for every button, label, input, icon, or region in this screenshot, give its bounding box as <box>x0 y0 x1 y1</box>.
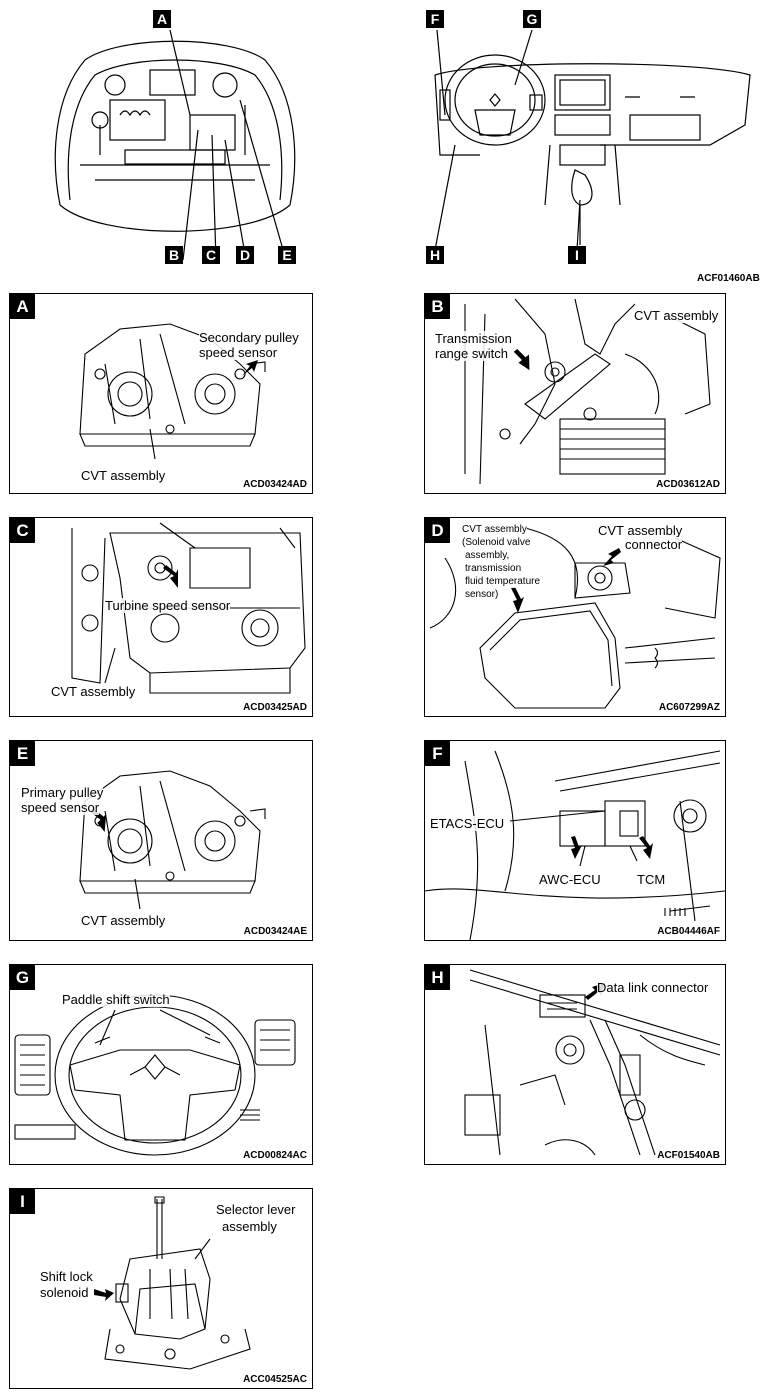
label-transmission-range-switch-2: range switch <box>435 346 508 361</box>
panel-c-drawing <box>71 522 306 694</box>
label-cvt-assembly-e: CVT assembly <box>81 913 166 928</box>
label-turbine-speed-sensor: Turbine speed sensor <box>105 598 231 613</box>
panel-g-code: ACD00824AC <box>243 1150 307 1161</box>
label-cvt-assembly-d-3: assembly, <box>465 550 510 562</box>
callout-tag-f: F <box>426 10 444 28</box>
panel-h-tag: H <box>425 965 450 990</box>
label-cvt-assembly-d-1: CVT assembly <box>462 524 527 536</box>
panel-i-drawing <box>94 1196 251 1370</box>
panel-h-drawing <box>464 969 721 1156</box>
callout-tag-d: D <box>236 246 254 264</box>
label-primary-pulley-speed-sensor-2: speed sensor <box>21 800 100 815</box>
label-etacs-ecu: ETACS-ECU <box>430 816 505 831</box>
panel-h: H Data link connector ACF01540AB <box>424 964 726 1165</box>
overview-code: ACF01460AB <box>697 273 760 284</box>
panel-i: I Selector lever assembly Shift lock sol… <box>9 1188 313 1389</box>
label-secondary-pulley-speed-sensor-1: Secondary pulley <box>199 330 299 345</box>
callout-tag-b: B <box>165 246 183 264</box>
panel-d-drawing <box>429 527 721 709</box>
panel-f-code: ACB04446AF <box>657 926 720 937</box>
callout-tag-h: H <box>426 246 444 264</box>
label-secondary-pulley-speed-sensor-2: speed sensor <box>199 345 278 360</box>
panel-a: A Secondary pulley speed sensor CVT asse… <box>9 293 313 494</box>
label-selector-lever-assembly-2: assembly <box>222 1219 277 1234</box>
panel-d: D CVT assembly (Solenoid valve assembly,… <box>424 517 726 717</box>
label-cvt-assembly-d-5: fluid temperature <box>465 576 541 588</box>
label-selector-lever-assembly-1: Selector lever <box>216 1202 296 1217</box>
panel-d-code: AC607299AZ <box>658 702 720 713</box>
callout-tag-a: A <box>153 10 171 28</box>
panel-e-tag: E <box>10 741 35 766</box>
panel-h-code: ACF01540AB <box>657 1150 720 1161</box>
label-shift-lock-solenoid-2: solenoid <box>40 1285 89 1300</box>
label-cvt-assembly-connector-1: CVT assembly <box>598 523 683 538</box>
label-cvt-assembly-a: CVT assembly <box>81 468 166 483</box>
panel-f-drawing <box>425 750 725 940</box>
panel-g-tag: G <box>10 965 35 990</box>
panel-f-tag: F <box>425 741 450 766</box>
panel-b-code: ACD03612AD <box>656 479 720 490</box>
engine-bay-overview: A B C D E <box>40 5 310 270</box>
panel-e-code: ACD03424AE <box>243 926 307 937</box>
label-cvt-assembly-b: CVT assembly <box>634 308 719 323</box>
panel-g: G Paddle shift switch ACD00824AC <box>9 964 313 1165</box>
label-tcm: TCM <box>637 872 666 887</box>
panel-b-tag: B <box>425 294 450 319</box>
panel-c-code: ACD03425AD <box>243 702 307 713</box>
callout-tag-g: G <box>523 10 541 28</box>
panel-a-code: ACD03424AD <box>243 479 307 490</box>
panel-i-code: ACC04525AC <box>243 1374 307 1385</box>
interior-drawing <box>434 29 751 251</box>
interior-overview: F G H I <box>420 5 765 270</box>
label-cvt-assembly-d-6: sensor) <box>465 589 499 601</box>
panel-i-tag: I <box>10 1189 35 1214</box>
label-shift-lock-solenoid-1: Shift lock <box>40 1269 93 1284</box>
engine-bay-drawing <box>54 29 296 261</box>
panel-a-drawing <box>79 323 266 460</box>
panel-b-drawing <box>464 298 711 485</box>
label-cvt-assembly-c: CVT assembly <box>51 684 136 699</box>
panel-f: F ETACS-ECU AWC-ECU TCM ACB04446AF <box>424 740 726 941</box>
label-cvt-assembly-connector-2: connector <box>625 537 683 552</box>
callout-tag-c: C <box>202 246 220 264</box>
label-data-link-connector: Data link connector <box>597 980 709 995</box>
label-primary-pulley-speed-sensor-1: Primary pulley <box>21 785 104 800</box>
callout-tag-e: E <box>278 246 296 264</box>
label-cvt-assembly-d-4: transmission <box>465 563 522 575</box>
label-awc-ecu: AWC-ECU <box>539 872 601 887</box>
panel-c: C Turbine speed sensor CVT assembly ACD0… <box>9 517 313 717</box>
callout-tag-i: I <box>568 246 586 264</box>
label-cvt-assembly-d-2: (Solenoid valve <box>462 537 531 549</box>
panel-e-drawing <box>79 770 266 910</box>
panel-a-tag: A <box>10 294 35 319</box>
label-paddle-shift-switch: Paddle shift switch <box>62 992 170 1007</box>
panel-e: E Primary pulley speed sensor CVT assemb… <box>9 740 313 941</box>
panel-d-tag: D <box>425 518 450 543</box>
panel-c-tag: C <box>10 518 35 543</box>
panel-b: B Transmission range switch CVT assembly… <box>424 293 726 494</box>
label-transmission-range-switch-1: Transmission <box>435 331 512 346</box>
